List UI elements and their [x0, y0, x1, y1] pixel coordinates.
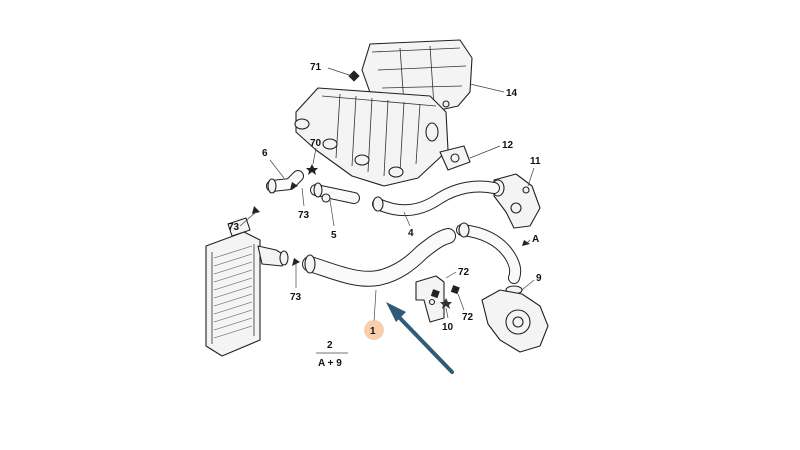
fastener-71-icon	[348, 70, 360, 82]
tube-part-5	[310, 182, 360, 204]
callout-10: 10	[442, 322, 454, 333]
callout-73-lower: 73	[290, 292, 302, 303]
intake-manifold	[294, 87, 449, 187]
callout-6: 6	[262, 148, 268, 159]
clip-10-icon	[440, 298, 452, 309]
nut-72-icon	[430, 289, 440, 299]
callout-2: 2	[327, 340, 333, 351]
leader-lines	[239, 67, 535, 354]
callout-73-left: 73	[228, 222, 240, 233]
nut-72b-icon	[450, 285, 460, 295]
outlet-housing-part-11	[491, 173, 541, 229]
callout-12: 12	[502, 140, 514, 151]
turbocharger	[481, 289, 549, 353]
callout-A: A	[532, 234, 539, 245]
intercooler	[205, 217, 289, 357]
intercooler-fins	[213, 245, 253, 339]
callout-9: 9	[536, 273, 542, 284]
triangle-73c-icon	[292, 258, 300, 266]
callout-5: 5	[331, 230, 337, 241]
elbow-part-6	[266, 170, 304, 194]
highlight-circle	[364, 320, 384, 340]
engine-cover-part-14	[361, 39, 473, 111]
bracket	[415, 275, 445, 323]
triangle-73b-icon	[290, 182, 298, 190]
hose-part-4	[372, 180, 500, 217]
callout-1: 1	[370, 326, 376, 337]
callout-72-upper: 72	[458, 267, 470, 278]
hose-to-turbo	[456, 222, 522, 284]
clip-70-icon	[306, 164, 318, 175]
callout-71: 71	[310, 62, 322, 73]
callout-73-mid: 73	[298, 210, 310, 221]
gasket-part-12	[439, 145, 471, 171]
triangle-73a-icon	[252, 206, 260, 214]
main-hose-part-1	[302, 228, 456, 287]
callout-14: 14	[506, 88, 518, 99]
callout-11: 11	[530, 156, 541, 167]
highlight-arrow-icon	[386, 302, 454, 374]
callout-72-lower: 72	[462, 312, 474, 323]
callout-70: 70	[310, 138, 322, 149]
callout-A-plus-9: A + 9	[318, 358, 342, 369]
triangle-A-icon	[522, 240, 530, 246]
callout-4: 4	[408, 228, 414, 239]
